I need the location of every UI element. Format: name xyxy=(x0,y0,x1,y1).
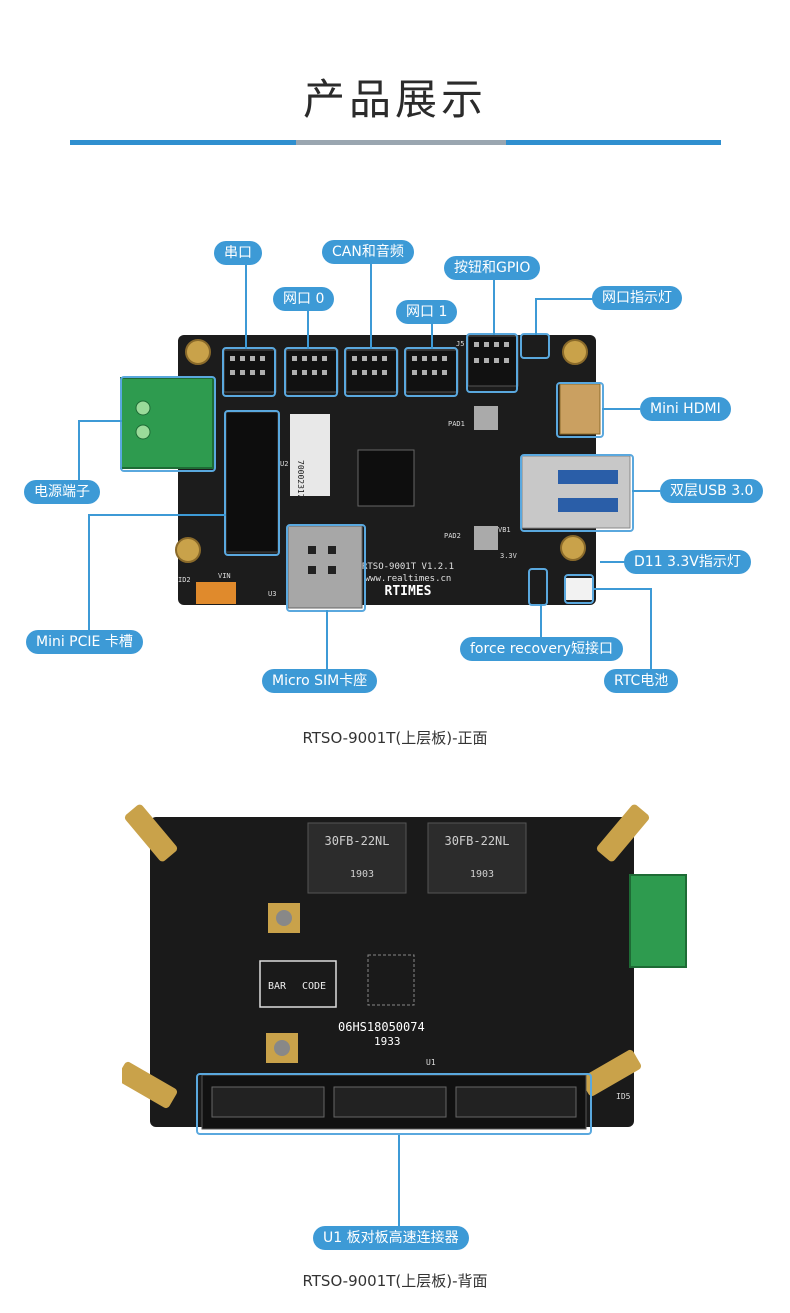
label-mini-pcie: Mini PCIE 卡槽 xyxy=(26,630,143,654)
silk-u2: U2 xyxy=(280,460,288,468)
magnetics-2 xyxy=(427,822,527,894)
silk-mag2: 30FB-22NL xyxy=(444,834,509,848)
rtc-battery-connector xyxy=(566,578,592,600)
silk-vb1: VB1 xyxy=(498,526,511,534)
hl-serial xyxy=(222,347,276,397)
power-terminal xyxy=(120,377,214,469)
label-eth0: 网口 0 xyxy=(273,287,335,311)
hl-eth1 xyxy=(404,347,458,397)
standoff-icon xyxy=(122,1061,178,1109)
silk-brand: RTIMES xyxy=(385,584,432,599)
silk-code1: 1903 xyxy=(350,869,374,880)
front-board-image: RTSO-9001T V1.2.1 www.realtimes.cn RTIME… xyxy=(120,335,631,609)
label-eth-led: 网口指示灯 xyxy=(592,286,682,310)
page-title: 产品展示 xyxy=(302,75,487,124)
silk-code2: 1903 xyxy=(470,869,494,880)
label-power-terminal: 电源端子 xyxy=(24,480,100,504)
label-mini-hdmi: Mini HDMI xyxy=(640,397,731,421)
silk-serial: 06HS18050074 xyxy=(338,1020,425,1034)
silk-url: www.realtimes.cn xyxy=(365,574,452,584)
sim-slot xyxy=(287,525,363,609)
silk-id5: ID5 xyxy=(616,1092,631,1101)
label-serial: 串口 xyxy=(214,241,262,265)
silk-mag1: 30FB-22NL xyxy=(324,834,389,848)
back-board-image: 30FB-22NL 30FB-22NL 1903 1903 BAR CODE 0… xyxy=(122,804,687,1130)
screw-icon xyxy=(135,424,151,440)
usb3-port xyxy=(521,455,631,529)
hl-gpio xyxy=(466,333,518,393)
label-force-recovery: force recovery短接口 xyxy=(460,637,623,661)
silk-id2: ID2 xyxy=(178,576,191,584)
serial-sticker xyxy=(290,414,330,496)
magnetics-1 xyxy=(307,822,407,894)
label-usb3: 双层USB 3.0 xyxy=(660,479,764,503)
mini-pcie-slot xyxy=(225,411,279,553)
hl-pcie xyxy=(224,410,280,556)
label-rtc: RTC电池 xyxy=(604,669,679,693)
caption-front: RTSO-9001T(上层板)-正面 xyxy=(302,729,488,747)
standoff-icon xyxy=(124,804,178,862)
silk-j5: J5 xyxy=(456,340,464,348)
mini-hdmi-port xyxy=(559,383,601,435)
back-power-terminal xyxy=(629,874,687,968)
mount-hole-icon xyxy=(562,339,588,365)
label-button-gpio: 按钮和GPIO xyxy=(444,256,541,280)
orange-capacitor xyxy=(196,582,236,604)
silk-code: CODE xyxy=(302,981,326,992)
hl-sim xyxy=(286,524,366,612)
hl-hdmi xyxy=(556,382,604,438)
label-d11-led: D11 3.3V指示灯 xyxy=(624,550,751,574)
title-rule-right xyxy=(506,140,721,145)
title-rule-middle xyxy=(296,140,506,145)
label-eth1: 网口 1 xyxy=(396,300,458,324)
standoff-icon xyxy=(596,804,650,862)
silk-pad1: PAD1 xyxy=(448,420,465,428)
silk-sticker: 70002317 xyxy=(296,460,305,499)
label-micro-sim: Micro SIM卡座 xyxy=(262,669,378,693)
hl-eth-led xyxy=(520,333,550,359)
button-pad2 xyxy=(474,526,498,550)
silk-bar: BAR xyxy=(268,981,287,992)
back-chip xyxy=(367,954,415,1006)
hl-u1 xyxy=(196,1073,592,1135)
silk-pad2: PAD2 xyxy=(444,532,461,540)
hl-usb xyxy=(520,454,634,532)
mount-hole-icon xyxy=(185,339,211,365)
caption-back: RTSO-9001T(上层板)-背面 xyxy=(302,1272,488,1290)
label-u1-connector: U1 板对板高速连接器 xyxy=(313,1226,469,1250)
main-chip xyxy=(357,449,415,507)
hl-can xyxy=(344,347,398,397)
button-pad1 xyxy=(474,406,498,430)
silk-lot: 1933 xyxy=(374,1035,401,1048)
silk-u1: U1 xyxy=(426,1058,436,1067)
hl-rtc xyxy=(564,574,594,604)
hl-power xyxy=(120,376,216,472)
title-rule-left xyxy=(70,140,296,145)
d11-led-icon xyxy=(565,540,579,554)
hl-eth0 xyxy=(284,347,338,397)
mount-hole-icon xyxy=(175,537,201,563)
silk-model: RTSO-9001T V1.2.1 xyxy=(362,562,454,572)
standoff-icon xyxy=(580,1049,642,1097)
barcode-box xyxy=(259,960,337,1008)
silk-u3: U3 xyxy=(268,590,276,598)
silk-vin: VIN xyxy=(218,572,231,580)
silk-3v3: 3.3V xyxy=(500,552,518,560)
label-can-audio: CAN和音频 xyxy=(322,240,414,264)
hl-recovery xyxy=(528,568,548,606)
screw-icon xyxy=(135,400,151,416)
